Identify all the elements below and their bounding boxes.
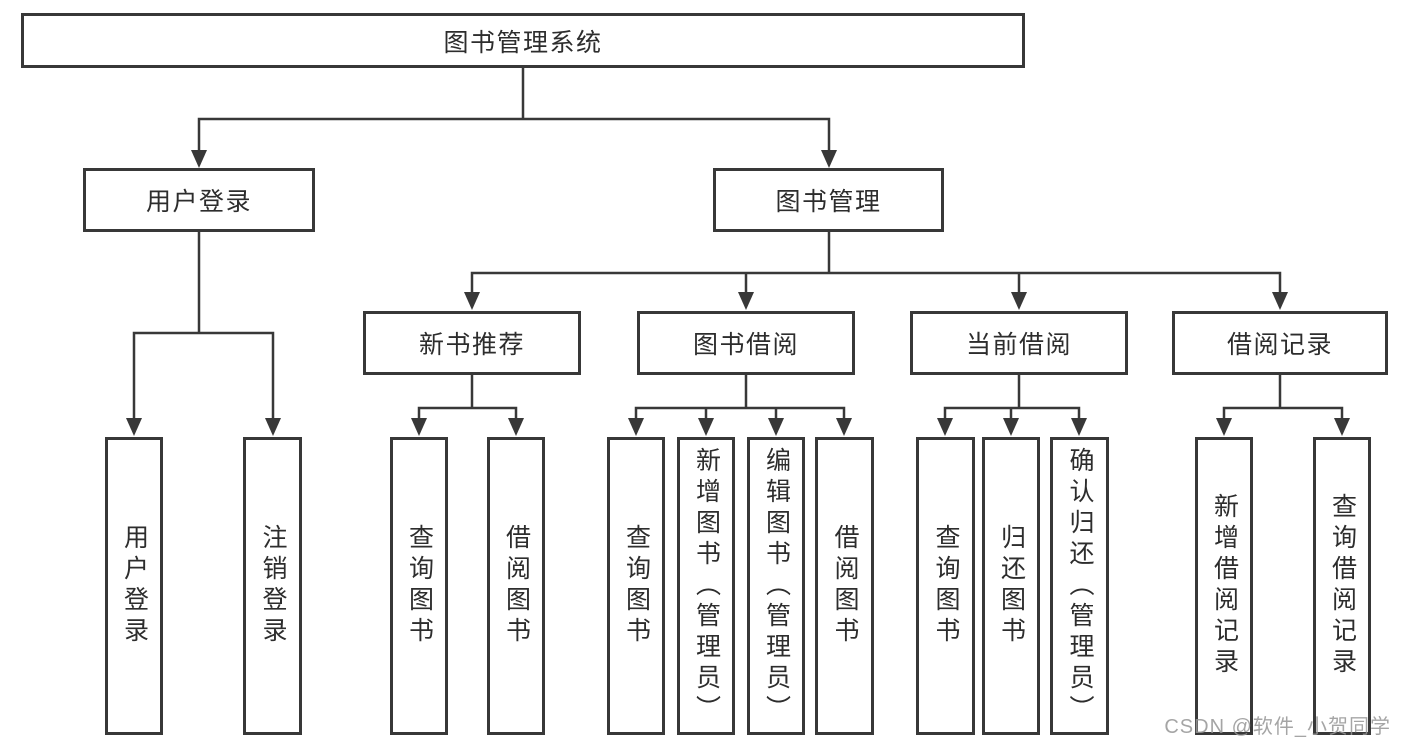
connector-new-book-recommendation-branch: [411, 375, 524, 436]
node-leaf-add-books-admin: 新增图书（管理员）: [677, 437, 735, 735]
node-label: 图书借阅: [692, 331, 799, 359]
node-label: 图书管理系统: [443, 28, 603, 57]
arrowhead: [698, 418, 714, 436]
node-label: 借阅图书: [831, 524, 859, 648]
node-label: 借阅记录: [1226, 331, 1333, 359]
node-leaf-logout: 注销登录: [243, 437, 302, 735]
node-leaf-add-borrow-record: 新增借阅记录: [1195, 437, 1253, 735]
arrowhead: [1272, 292, 1288, 310]
arrowhead: [836, 418, 852, 436]
node-label: 编辑图书（管理员）: [762, 446, 791, 726]
arrowhead: [1334, 418, 1350, 436]
node-leaf-borrow-books-2: 借阅图书: [815, 437, 874, 735]
node-label: 用户登录: [145, 188, 252, 216]
node-label: 新增借阅记录: [1210, 493, 1239, 679]
arrowhead: [265, 418, 281, 436]
node-book-borrowing: 图书借阅: [637, 311, 855, 375]
node-label: 新增图书（管理员）: [692, 446, 721, 726]
arrowhead: [126, 418, 142, 436]
node-leaf-query-books-1: 查询图书: [390, 437, 448, 735]
arrowhead: [1003, 418, 1019, 436]
node-label: 借阅图书: [502, 524, 531, 648]
node-label: 新书推荐: [418, 331, 525, 359]
node-leaf-user-login: 用户登录: [105, 437, 163, 735]
arrowhead: [1011, 292, 1027, 310]
arrowhead: [738, 292, 754, 310]
node-label: 确认归还（管理员）: [1066, 446, 1094, 726]
node-label: 查询图书: [622, 524, 651, 648]
node-label: 注销登录: [259, 524, 287, 648]
node-leaf-query-books-2: 查询图书: [607, 437, 665, 735]
node-leaf-edit-books-admin: 编辑图书（管理员）: [747, 437, 805, 735]
watermark-csdn: CSDN @软件_小贺同学: [1164, 716, 1391, 738]
arrowhead: [628, 418, 644, 436]
node-label: 查询借阅记录: [1328, 493, 1357, 679]
arrowhead: [768, 418, 784, 436]
arrowhead: [191, 150, 207, 168]
node-label: 当前借阅: [965, 331, 1072, 359]
connector-user-login-branch: [126, 232, 281, 436]
node-user-login: 用户登录: [83, 168, 315, 232]
connector-current-borrowing-branch: [937, 375, 1087, 436]
arrowhead: [1071, 418, 1087, 436]
node-leaf-borrow-books-1: 借阅图书: [487, 437, 545, 735]
node-borrowing-records: 借阅记录: [1172, 311, 1388, 375]
arrowhead: [508, 418, 524, 436]
connector-root-to-level2: [191, 68, 837, 168]
connector-borrowing-records-branch: [1216, 375, 1350, 436]
node-leaf-return-books: 归还图书: [982, 437, 1040, 735]
node-label: 归还图书: [997, 524, 1026, 648]
node-label: 图书管理: [775, 188, 882, 216]
arrowhead: [1216, 418, 1232, 436]
node-label: 查询图书: [932, 524, 960, 648]
arrowhead: [937, 418, 953, 436]
node-new-book-recommendation: 新书推荐: [363, 311, 581, 375]
node-label: 查询图书: [405, 524, 434, 648]
node-library-management-system: 图书管理系统: [21, 13, 1025, 68]
connector-book-borrowing-branch: [628, 375, 852, 436]
node-leaf-confirm-return-admin: 确认归还（管理员）: [1050, 437, 1109, 735]
arrowhead: [411, 418, 427, 436]
node-current-borrowing: 当前借阅: [910, 311, 1128, 375]
arrowhead: [464, 292, 480, 310]
node-book-management: 图书管理: [713, 168, 944, 232]
node-label: 用户登录: [120, 524, 149, 648]
node-leaf-query-borrow-record: 查询借阅记录: [1313, 437, 1371, 735]
node-leaf-query-books-3: 查询图书: [916, 437, 975, 735]
connector-book-management-branch: [464, 232, 1288, 310]
arrowhead: [821, 150, 837, 168]
